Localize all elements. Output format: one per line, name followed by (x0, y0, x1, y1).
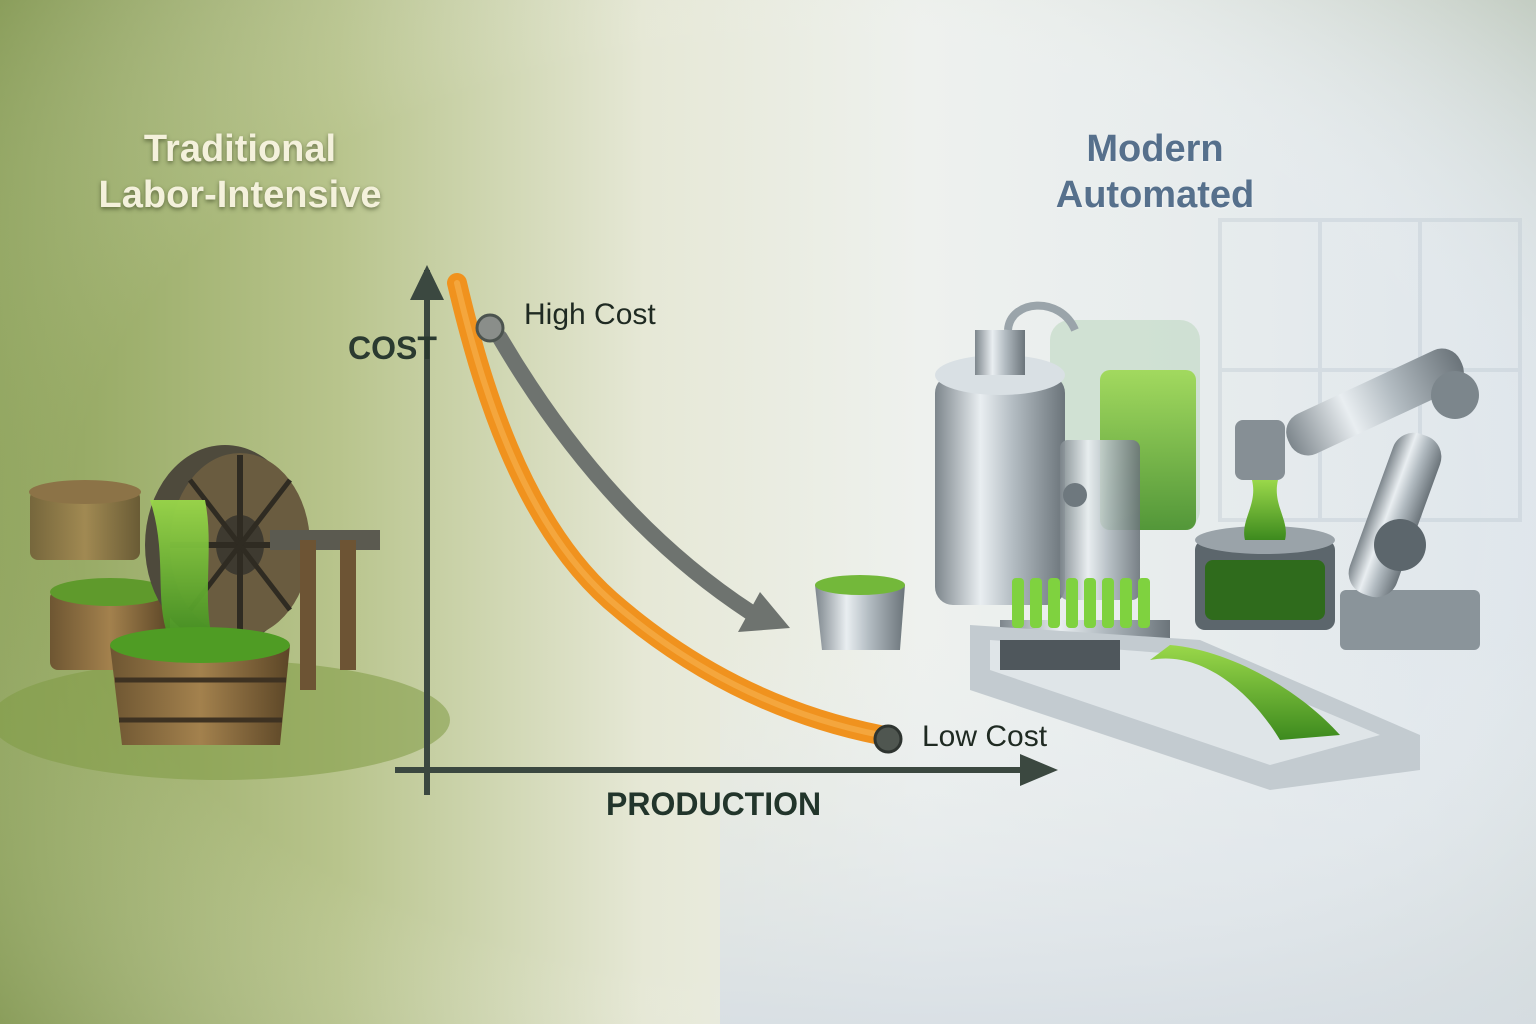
heading-modern-line2: Automated (1055, 174, 1255, 216)
high-cost-label: High Cost (524, 298, 656, 331)
cost-curve-highlight (454, 280, 883, 738)
heading-traditional: Traditional Labor-Intensive (60, 126, 420, 218)
heading-modern: Modern Automated (970, 126, 1340, 218)
algae-press (1195, 480, 1335, 630)
traditional-water-wheel-illustration (0, 445, 450, 780)
robot-arm (1235, 348, 1480, 650)
y-axis-label: COST (348, 330, 437, 366)
heading-modern-line1: Modern (1086, 128, 1224, 170)
conveyor-belt (970, 625, 1420, 790)
trend-arrow (492, 330, 758, 620)
high-cost-marker (475, 313, 505, 343)
y-axis-arrowhead (410, 265, 444, 300)
bioreactor-tank (935, 301, 1140, 605)
trend-arrowhead (738, 592, 790, 632)
chart-axes (395, 265, 1058, 795)
modern-automated-plant-illustration (815, 301, 1480, 790)
x-axis-arrowhead (1020, 754, 1058, 786)
collection-bucket (815, 575, 905, 650)
heading-traditional-line2: Labor-Intensive (98, 174, 382, 216)
low-cost-marker (873, 724, 903, 754)
x-axis-label: PRODUCTION (606, 786, 822, 822)
wooden-tub (110, 627, 290, 745)
heading-traditional-line1: Traditional (143, 128, 337, 170)
low-cost-label: Low Cost (922, 720, 1048, 753)
